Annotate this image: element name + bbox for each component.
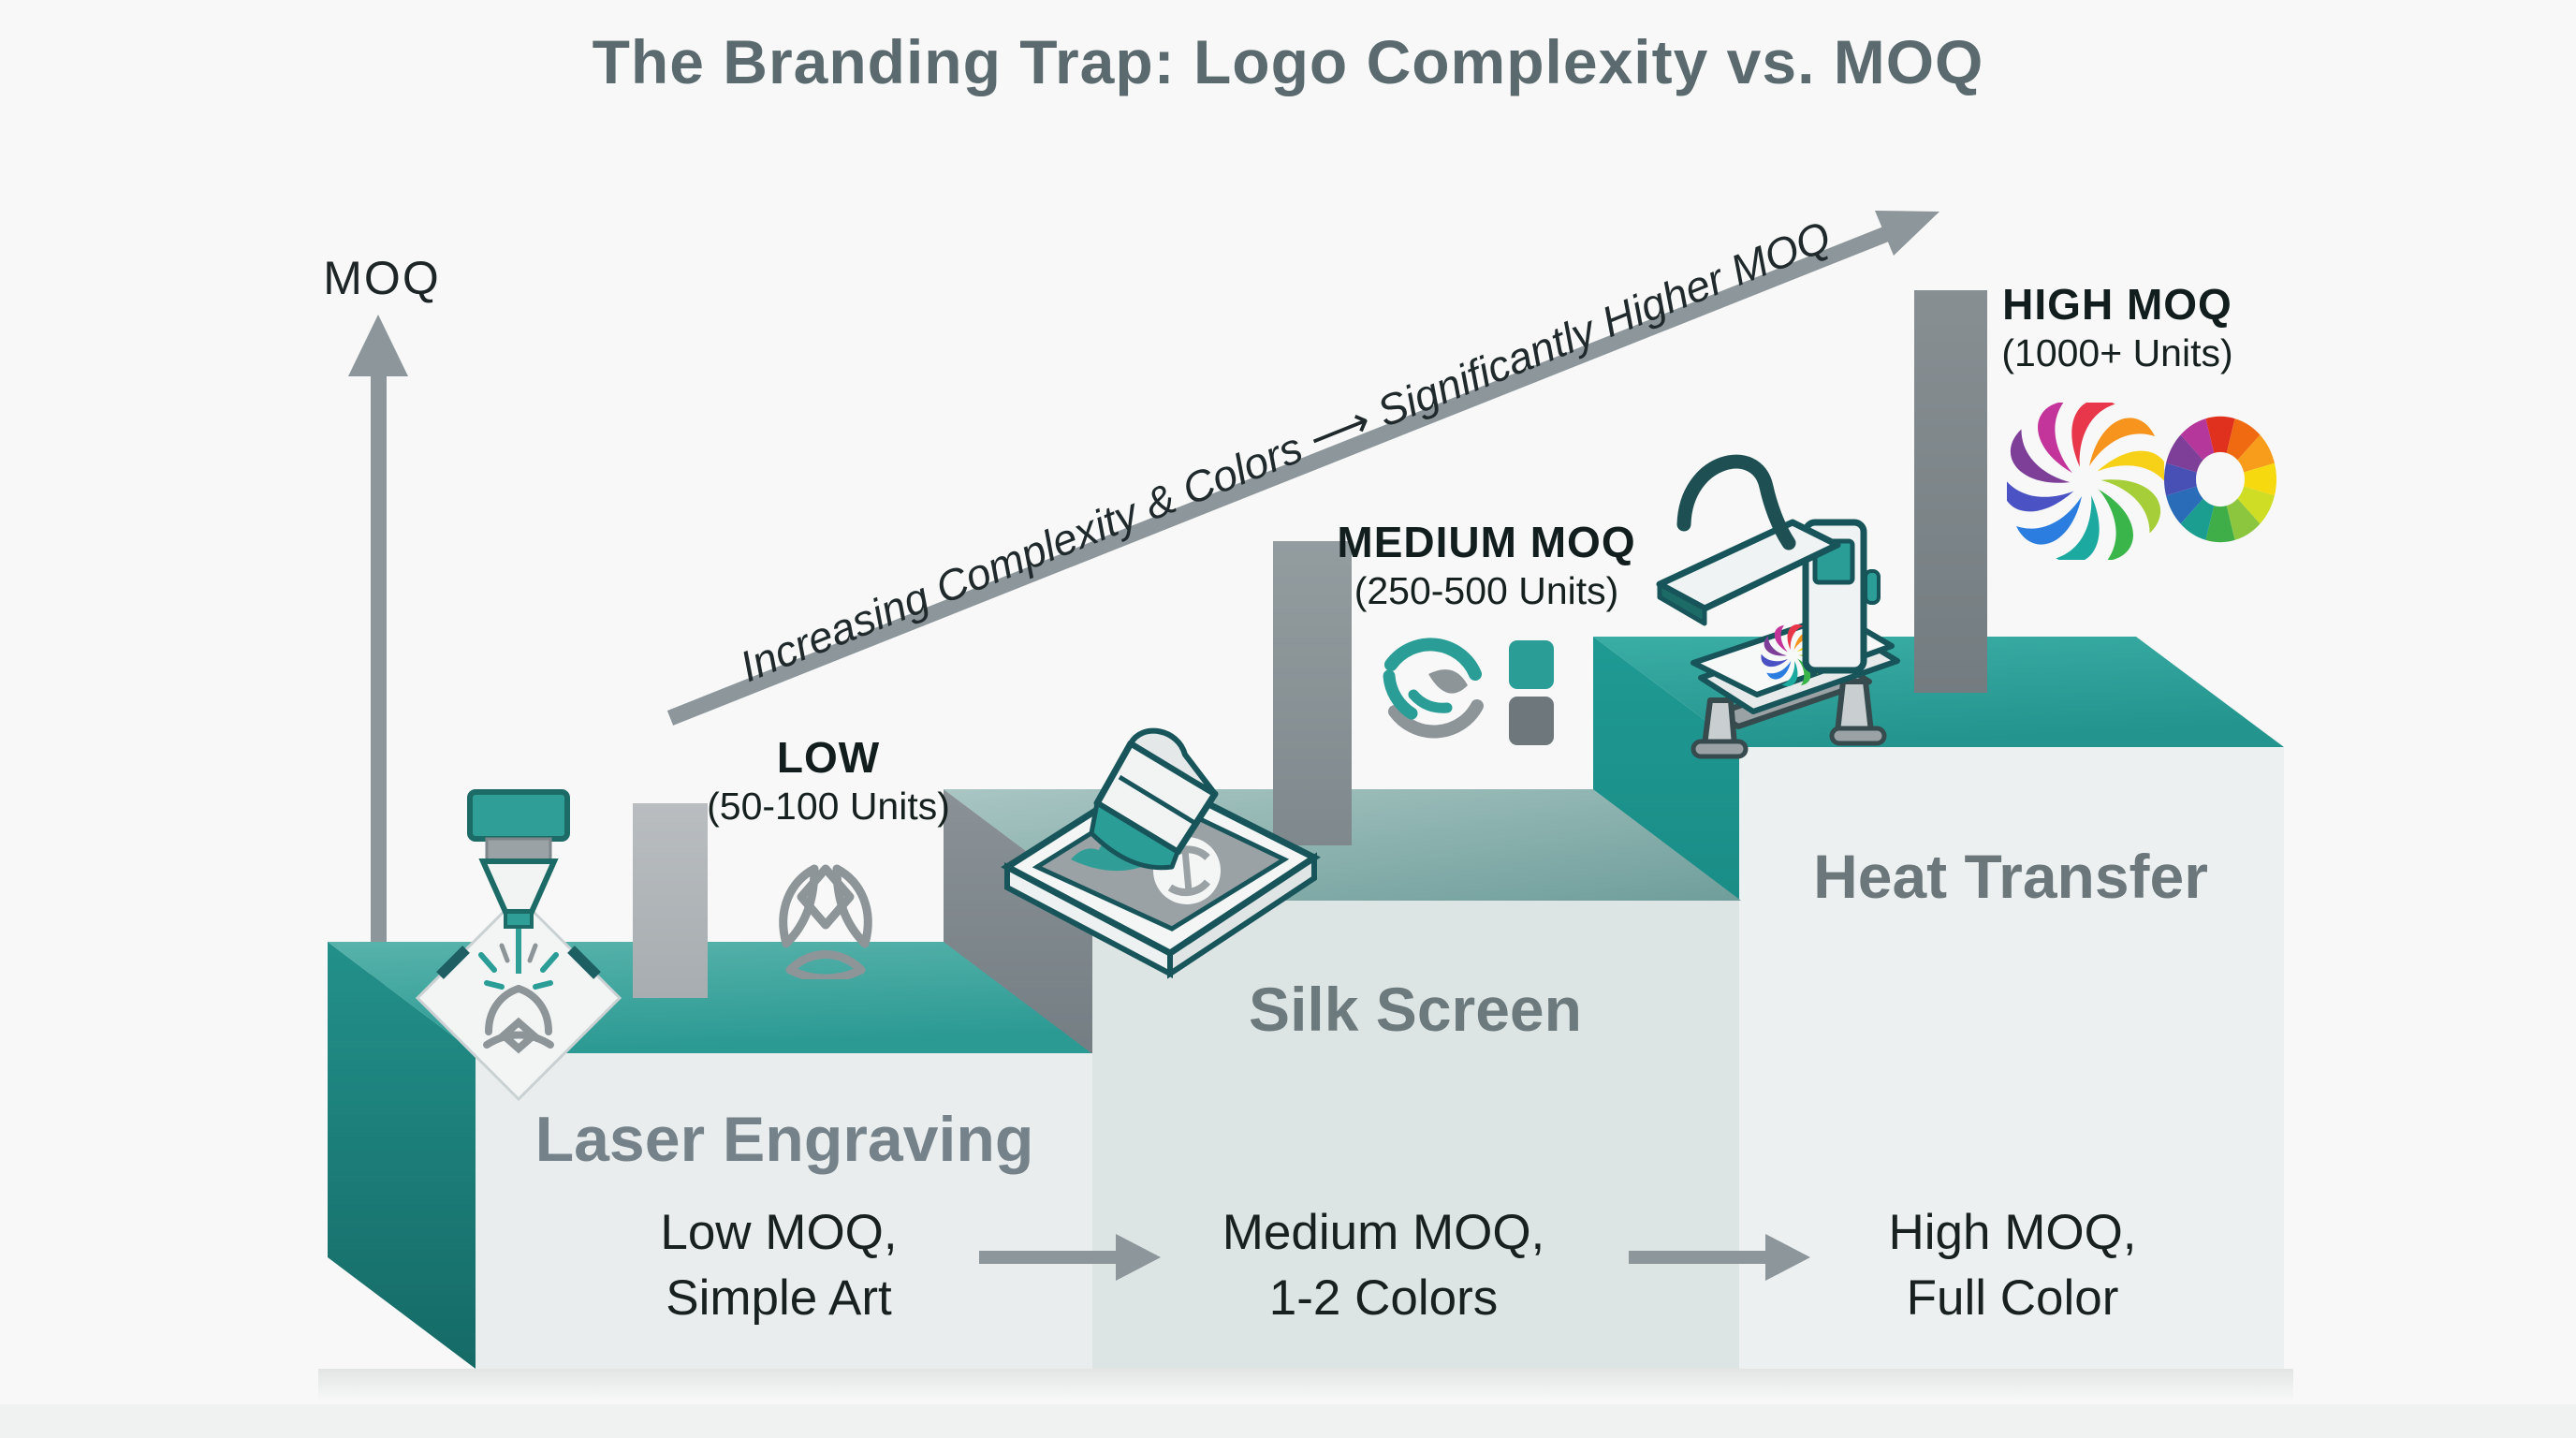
step2-note: Medium MOQ, 1-2 Colors <box>1222 1200 1545 1331</box>
page-title: The Branding Trap: Logo Complexity vs. M… <box>592 27 1984 96</box>
laser-engraver-icon <box>415 789 622 1102</box>
step1-note: Low MOQ, Simple Art <box>660 1200 897 1331</box>
step2-note-line1: Medium MOQ, <box>1222 1205 1545 1260</box>
step3-note: High MOQ, Full Color <box>1888 1200 2136 1331</box>
medium-moq-bar <box>1273 541 1352 845</box>
step3-name: Heat Transfer <box>1813 842 2208 911</box>
low-moq-units: (50-100 Units) <box>707 785 950 828</box>
low-moq-bar <box>633 803 708 998</box>
medium-moq-units: (250-500 Units) <box>1354 569 1619 612</box>
low-moq-badge: LOW <box>776 733 881 782</box>
silkscreen-squeegee-icon <box>1001 727 1321 979</box>
step-shadow <box>318 1369 2293 1401</box>
color-wheel-logo-icon <box>2164 416 2276 543</box>
two-color-leaf-logo-icon <box>1383 638 1554 745</box>
high-moq-units: (1000+ Units) <box>2001 331 2233 374</box>
flow-arrow-1-icon <box>979 1234 1161 1281</box>
high-moq-badge: HIGH MOQ <box>2002 280 2232 329</box>
heat-press-icon <box>1656 454 1900 759</box>
step1-note-line1: Low MOQ, <box>660 1205 898 1260</box>
rainbow-swirl-logo-icon <box>2007 403 2164 560</box>
step3-note-line1: High MOQ, <box>1888 1205 2137 1260</box>
step1-note-line2: Simple Art <box>666 1269 892 1326</box>
step2-name: Silk Screen <box>1249 975 1582 1044</box>
step3-note-line2: Full Color <box>1906 1269 2119 1326</box>
medium-moq-badge: MEDIUM MOQ <box>1337 518 1636 566</box>
moq-axis-arrow-icon <box>348 315 408 985</box>
step1-name: Laser Engraving <box>534 1104 1034 1175</box>
floor-strip <box>0 1404 2576 1438</box>
flow-arrow-2-icon <box>1629 1234 1810 1281</box>
step2-note-line2: 1-2 Colors <box>1268 1269 1499 1326</box>
high-moq-bar <box>1914 290 1987 693</box>
trend-arrow-icon <box>666 211 1939 726</box>
simple-leaf-logo-icon <box>779 864 872 979</box>
moq-axis-label: MOQ <box>323 252 441 304</box>
